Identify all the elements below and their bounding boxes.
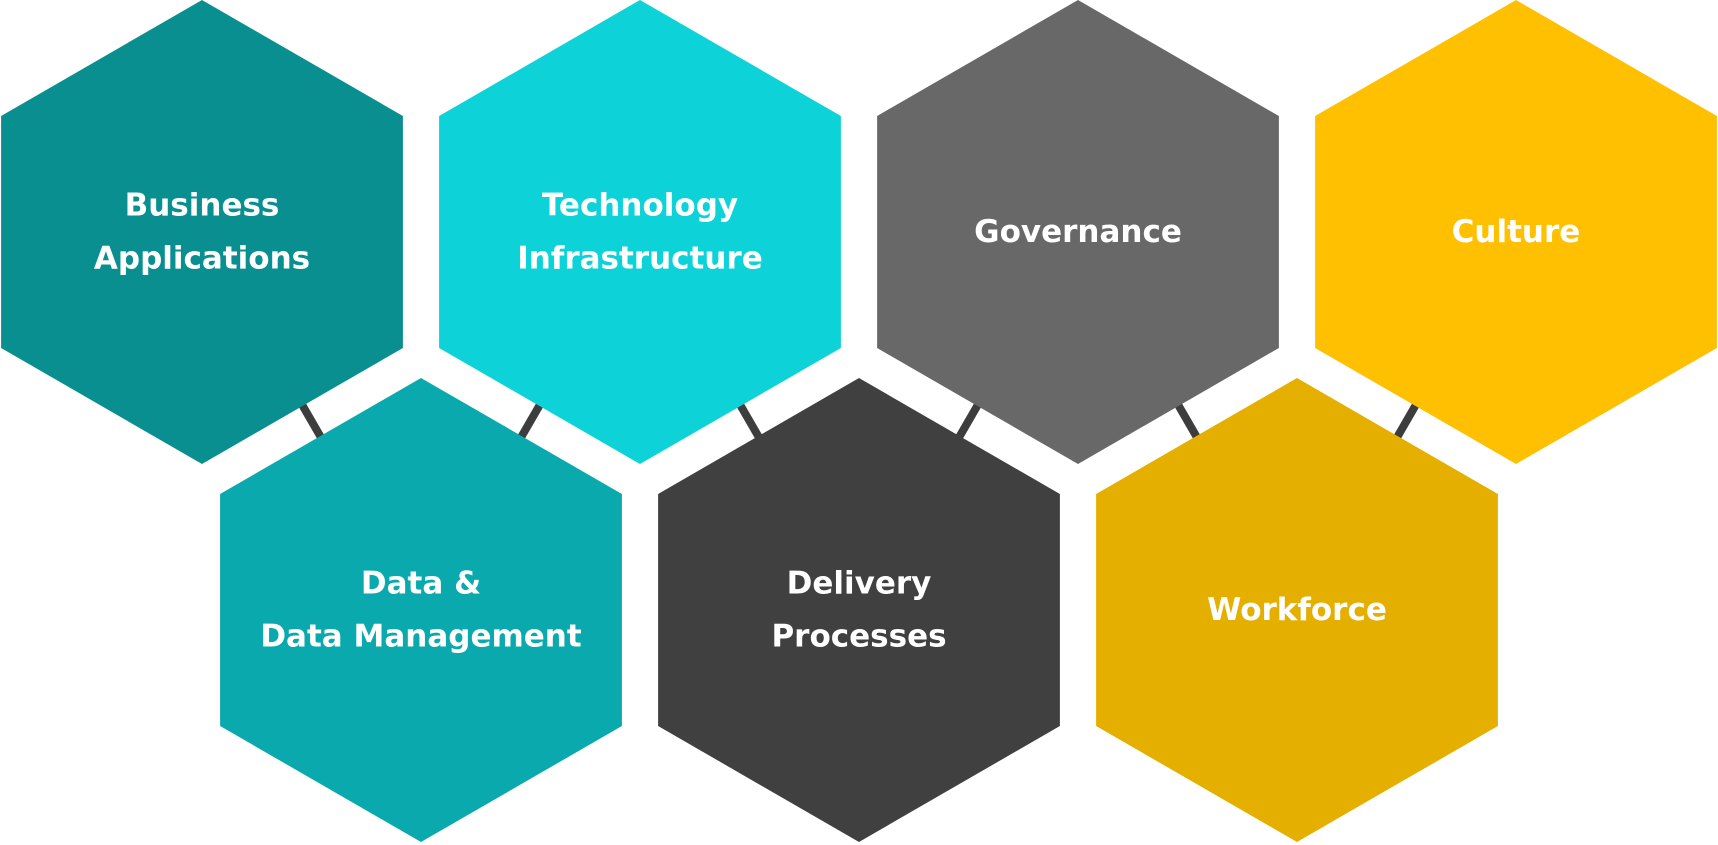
hexagon-governance: Governance <box>877 0 1279 464</box>
hexagon-label-technology-infrastructure-line-1: Technology <box>542 188 738 224</box>
hexagon-shape-delivery-processes <box>658 378 1060 842</box>
hexagon-shape-data-management <box>220 378 622 842</box>
hexagon-shape-business-applications <box>1 0 403 464</box>
hexagon-label-delivery-processes-line-2: Processes <box>771 619 946 655</box>
hexagon-label-business-applications-line-1: Business <box>125 188 280 224</box>
hexagon-label-data-management-line-1: Data & <box>361 566 481 602</box>
hexagon-culture: Culture <box>1315 0 1717 464</box>
hexagon-label-governance-line-1: Governance <box>974 214 1182 250</box>
hexagon-label-workforce-line-1: Workforce <box>1207 592 1387 628</box>
hexagon-label-data-management-line-2: Data Management <box>260 619 582 655</box>
hexagon-shape-workforce <box>1096 378 1498 842</box>
hexagon-label-technology-infrastructure-line-2: Infrastructure <box>517 241 763 277</box>
hexagon-shape-culture <box>1315 0 1717 464</box>
hexagon-label-business-applications-line-2: Applications <box>94 241 310 277</box>
hexagon-label-delivery-processes-line-1: Delivery <box>787 566 932 602</box>
hexagon-workforce: Workforce <box>1096 378 1498 842</box>
hexagon-shape-technology-infrastructure <box>439 0 841 464</box>
hexagon-label-culture-line-1: Culture <box>1452 214 1581 250</box>
hexagon-shape-governance <box>877 0 1279 464</box>
hexagon-data-management: Data & Data Management <box>220 378 622 842</box>
